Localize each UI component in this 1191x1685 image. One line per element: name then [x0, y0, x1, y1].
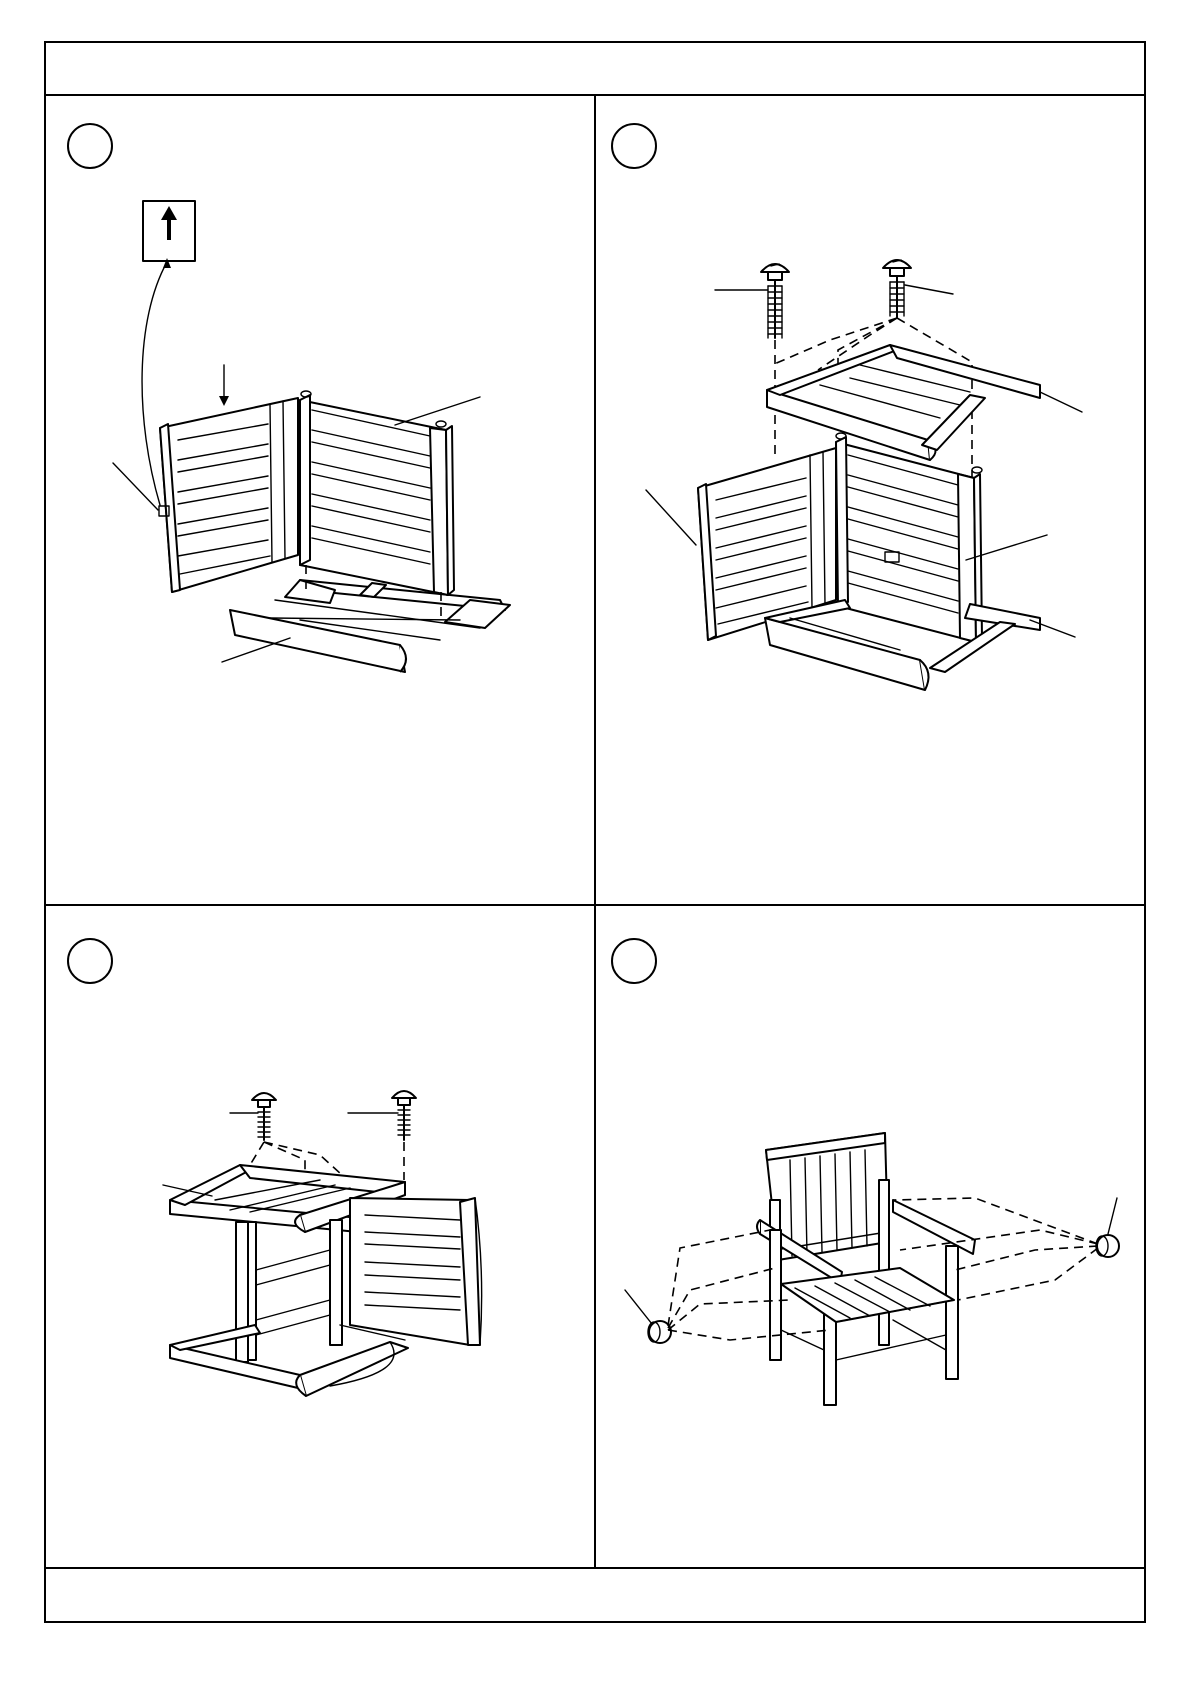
step-3-badge [68, 939, 112, 983]
label-leader-4b [1108, 1198, 1117, 1234]
label-leader-1b [395, 397, 480, 425]
side-panel-left-part [159, 398, 298, 592]
carriage-bolt-right-icon [883, 260, 911, 318]
panel-step-2 [612, 124, 1082, 690]
label-leader-4a [625, 1290, 652, 1324]
bolt-right-3-icon [392, 1091, 416, 1140]
up-arrow-icon [161, 206, 177, 240]
cap-right-icon [1096, 1235, 1119, 1257]
seat-frame-upper-part [767, 345, 1040, 460]
label-leader-2c [1040, 392, 1082, 412]
step-4-badge [612, 939, 656, 983]
step-1-badge [68, 124, 112, 168]
back-panel-2-part [836, 433, 982, 642]
label-leader-2d [646, 490, 696, 545]
back-panel-part [300, 391, 454, 595]
assembled-chair-part [757, 1133, 975, 1405]
panel-step-4 [612, 939, 1119, 1405]
panel-step-1 [68, 124, 510, 672]
bolt-left-3-icon [252, 1093, 276, 1140]
seat-frame-part [230, 580, 510, 672]
panel-step-3 [68, 939, 482, 1396]
orientation-inset [143, 201, 195, 261]
seat-frame-3-lower-part [170, 1325, 408, 1396]
down-arrow-icon [219, 365, 229, 406]
label-leader-2b [905, 285, 953, 294]
carriage-bolt-left-icon [761, 264, 789, 338]
label-leader-1c [222, 638, 290, 662]
step-2-badge [612, 124, 656, 168]
